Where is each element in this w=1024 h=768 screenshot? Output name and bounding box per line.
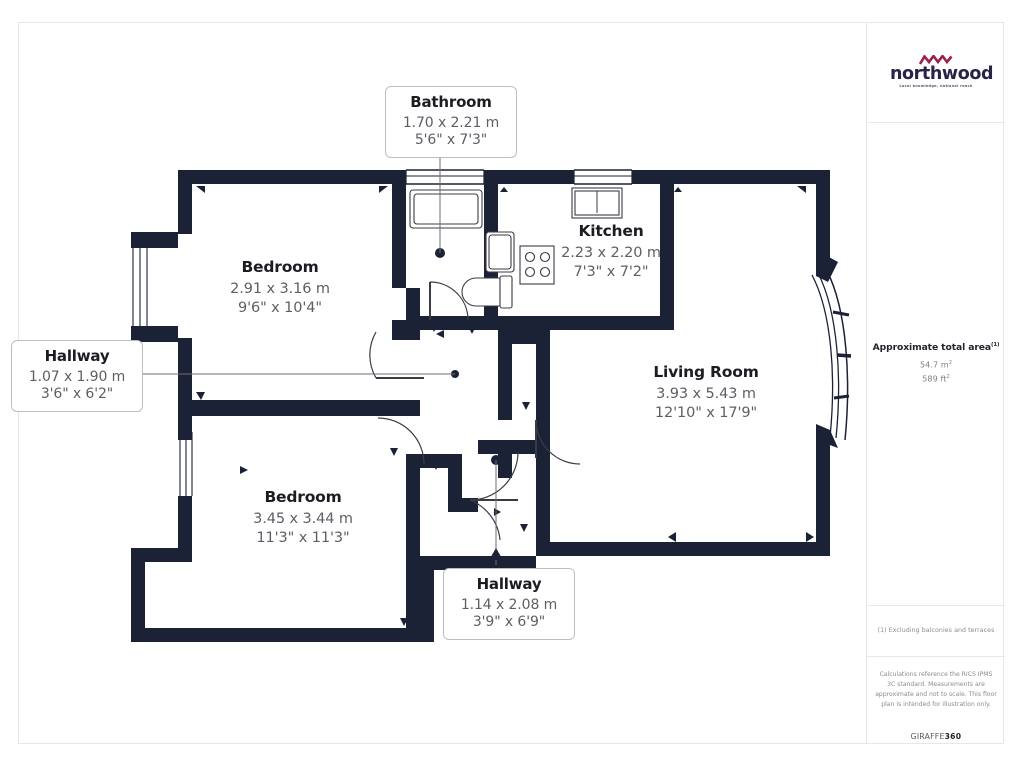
room-dimension-imperial: 12'10" x 17'9" [654, 404, 758, 421]
room-dimension-imperial: 3'9" x 6'9" [472, 614, 546, 631]
provider-suffix: 360 [944, 732, 962, 741]
brand-logo: northwood Local knowledge, national reac… [867, 22, 1005, 122]
walls-layer [131, 169, 852, 642]
room-label-hallway-bottom: Hallway 1.14 x 2.08 m 3'9" x 6'9" [443, 568, 575, 640]
room-dimension-metric: 3.45 x 3.44 m [253, 511, 353, 528]
room-label-bathroom: Bathroom 1.70 x 2.21 m 5'6" x 7'3" [385, 86, 517, 158]
room-name: Living Room [653, 363, 759, 381]
total-area-imperial-unit-sup: 2 [946, 373, 950, 380]
northwood-chevron-icon [919, 54, 953, 65]
toilet [461, 277, 501, 307]
bathroom-fixtures [409, 189, 515, 309]
room-name: Bedroom [241, 258, 319, 276]
room-label-hallway-left: Hallway 1.07 x 1.90 m 3'6" x 6'2" [11, 340, 143, 412]
room-label-bedroom-lower: Bedroom 3.45 x 3.44 m 11'3" x 11'3" [222, 488, 384, 547]
room-label-kitchen: Kitchen 2.23 x 2.20 m 7'3" x 7'2" [535, 222, 687, 281]
room-dimension-imperial: 3'6" x 6'2" [40, 386, 114, 403]
total-area-metric-value: 54.7 m [919, 360, 949, 370]
room-dimension-metric: 1.70 x 2.21 m [402, 114, 500, 131]
total-area-label: Approximate total area [872, 342, 991, 354]
kitchen-hob [519, 245, 555, 285]
room-dimension-imperial: 7'3" x 7'2" [573, 263, 649, 280]
room-dimension-metric: 3.93 x 5.43 m [656, 386, 756, 403]
doors-layer [369, 281, 581, 541]
brand-tagline: Local knowledge, national reach [899, 84, 973, 89]
brand-wordmark: northwood [890, 63, 994, 84]
callout-leaders [125, 148, 503, 565]
room-label-living-room: Living Room 3.93 x 5.43 m 12'10" x 17'9" [620, 363, 792, 422]
room-dimension-metric: 1.14 x 2.08 m [460, 596, 558, 613]
total-area-metric: 54.7 m2 [867, 360, 1005, 370]
room-name: Hallway [44, 347, 110, 365]
room-dimension-imperial: 5'6" x 7'3" [414, 132, 488, 149]
total-area-title: Approximate total area(1) [867, 342, 1005, 353]
total-area-imperial: 589 ft2 [867, 374, 1005, 384]
room-name: Kitchen [578, 222, 644, 240]
room-dimension-imperial: 11'3" x 11'3" [256, 529, 350, 546]
sidebar-divider-3 [867, 656, 1005, 657]
total-area-imperial-value: 589 ft [922, 374, 947, 384]
curved-bay-window [811, 270, 852, 441]
room-name: Bathroom [410, 93, 492, 111]
room-dimension-metric: 2.23 x 2.20 m [561, 245, 661, 262]
provider-name: GIRAFFE [910, 732, 945, 741]
sidebar-divider-1 [867, 122, 1005, 123]
room-dimension-imperial: 9'6" x 10'4" [237, 299, 323, 316]
disclaimer-text: Calculations reference the RICS IPMS 3C … [875, 671, 997, 709]
room-name: Bedroom [264, 488, 342, 506]
footnote-text: (1) Excluding balconies and terraces [877, 627, 995, 634]
sidebar-divider-2 [867, 605, 1005, 606]
kitchen-fixtures [519, 187, 623, 285]
info-sidebar: northwood Local knowledge, national reac… [866, 22, 1005, 744]
total-area-metric-unit-sup: 2 [948, 360, 953, 367]
room-name: Hallway [476, 575, 542, 593]
total-area-block: Approximate total area(1) 54.7 m2 589 ft… [867, 342, 1005, 383]
total-area-footnote-marker: (1) [991, 342, 1000, 348]
provider-credit: GIRAFFE360 [867, 732, 1005, 741]
room-dimension-metric: 2.91 x 3.16 m [230, 281, 330, 298]
room-dimension-metric: 1.07 x 1.90 m [28, 368, 126, 385]
room-label-bedroom-upper: Bedroom 2.91 x 3.16 m 9'6" x 10'4" [200, 258, 360, 317]
